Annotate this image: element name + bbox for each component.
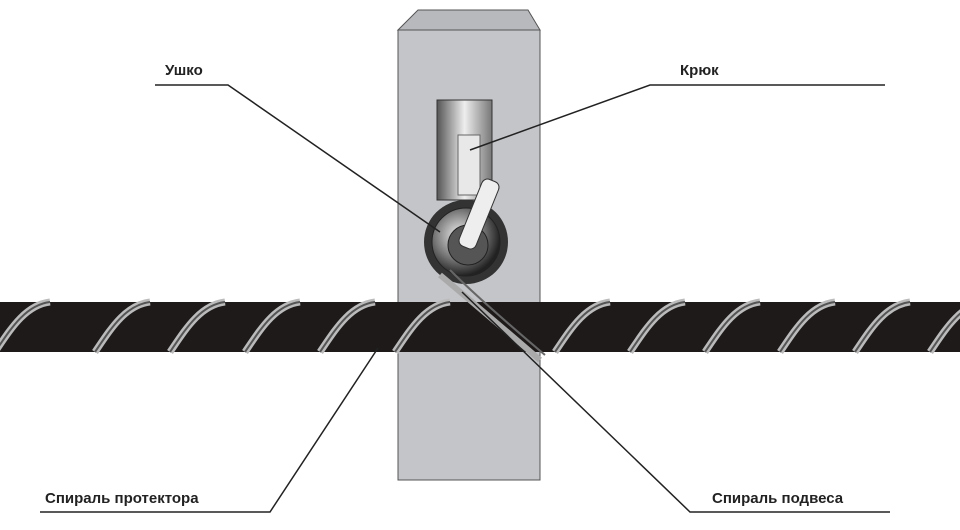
- spiral-turn: [929, 312, 960, 353]
- spiral-turn: [629, 301, 686, 353]
- spiral-turn: [554, 301, 611, 353]
- spiral-turn: [854, 301, 911, 353]
- spiral-turn: [394, 301, 451, 353]
- spiral-turn: [169, 301, 226, 353]
- eye: [424, 178, 508, 284]
- protector-spiral: [0, 298, 960, 354]
- spiral-turn: [0, 301, 51, 347]
- spiral-turn: [779, 301, 836, 353]
- label-suspension-spiral: Спираль подвеса: [712, 490, 844, 507]
- spiral-turn: [704, 301, 761, 353]
- leader-lines: [40, 84, 890, 513]
- spiral-turn: [94, 301, 151, 353]
- spiral-turn: [244, 301, 301, 353]
- label-eye: Ушко: [165, 62, 203, 79]
- label-hook: Крюк: [680, 62, 719, 79]
- spiral-turn: [319, 301, 376, 353]
- label-protector-spiral: Спираль протектора: [45, 490, 199, 507]
